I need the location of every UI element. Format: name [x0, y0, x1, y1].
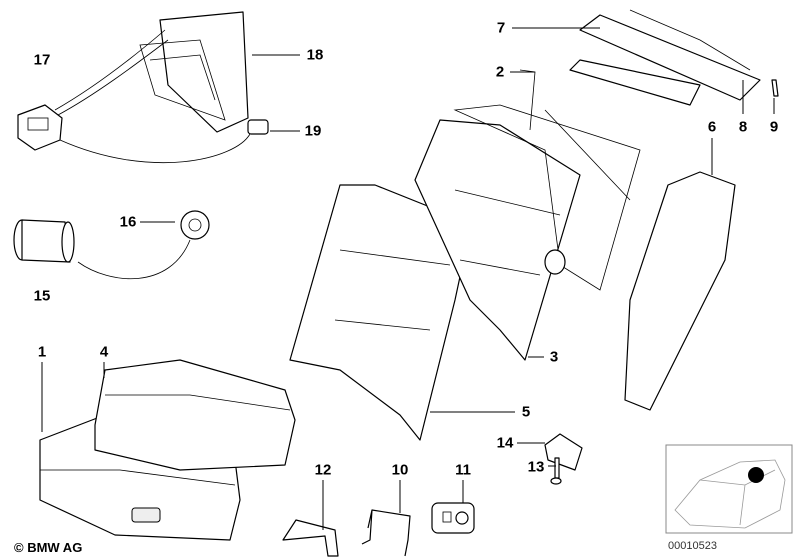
part-15-lumbar-pump[interactable]: [13, 219, 191, 280]
callout-1[interactable]: 1: [37, 343, 47, 361]
part-19-temperature-sensor[interactable]: [59, 119, 269, 164]
copyright-text: © BMW AG: [14, 540, 83, 555]
part-16-valve[interactable]: [180, 210, 210, 240]
callout-12[interactable]: 12: [314, 461, 332, 479]
callout-8[interactable]: 8: [738, 118, 748, 136]
callout-10[interactable]: 10: [391, 461, 409, 479]
part-7-upper-panel[interactable]: [569, 14, 761, 106]
callout-9[interactable]: 9: [769, 118, 779, 136]
part-17-control-unit[interactable]: [17, 104, 63, 151]
part-11-switch[interactable]: [431, 502, 475, 534]
document-number: 00010523: [668, 540, 717, 552]
part-18-seat-heating-element[interactable]: [54, 11, 249, 133]
part-9-pin[interactable]: [771, 79, 779, 97]
callout-14[interactable]: 14: [496, 434, 514, 452]
part-14-trim-cover[interactable]: [544, 433, 583, 471]
callout-17[interactable]: 17: [33, 51, 51, 69]
leader-lines: [41, 27, 775, 530]
callout-2[interactable]: 2: [495, 63, 505, 81]
callout-15[interactable]: 15: [33, 287, 51, 305]
callout-11[interactable]: 11: [455, 461, 471, 479]
location-marker: [748, 467, 764, 483]
vehicle-locator-thumbnail: [665, 444, 793, 534]
callout-16[interactable]: 16: [119, 213, 137, 231]
callout-3[interactable]: 3: [549, 348, 559, 366]
callout-4[interactable]: 4: [99, 343, 109, 361]
callout-13[interactable]: 13: [527, 458, 545, 476]
part-12-bracket[interactable]: [282, 519, 339, 557]
part-8-cable[interactable]: [629, 9, 751, 71]
part-2-backrest-frame[interactable]: [453, 69, 641, 291]
callout-19[interactable]: 19: [304, 122, 322, 140]
part-10-bracket[interactable]: [361, 509, 411, 557]
part-4-cushion-cover[interactable]: [94, 359, 296, 471]
callout-7[interactable]: 7: [496, 19, 506, 37]
callout-18[interactable]: 18: [306, 46, 324, 64]
callout-5[interactable]: 5: [521, 403, 531, 421]
part-13-screw[interactable]: [550, 457, 562, 485]
part-6-side-bolster[interactable]: [624, 171, 736, 411]
callout-6[interactable]: 6: [707, 118, 717, 136]
